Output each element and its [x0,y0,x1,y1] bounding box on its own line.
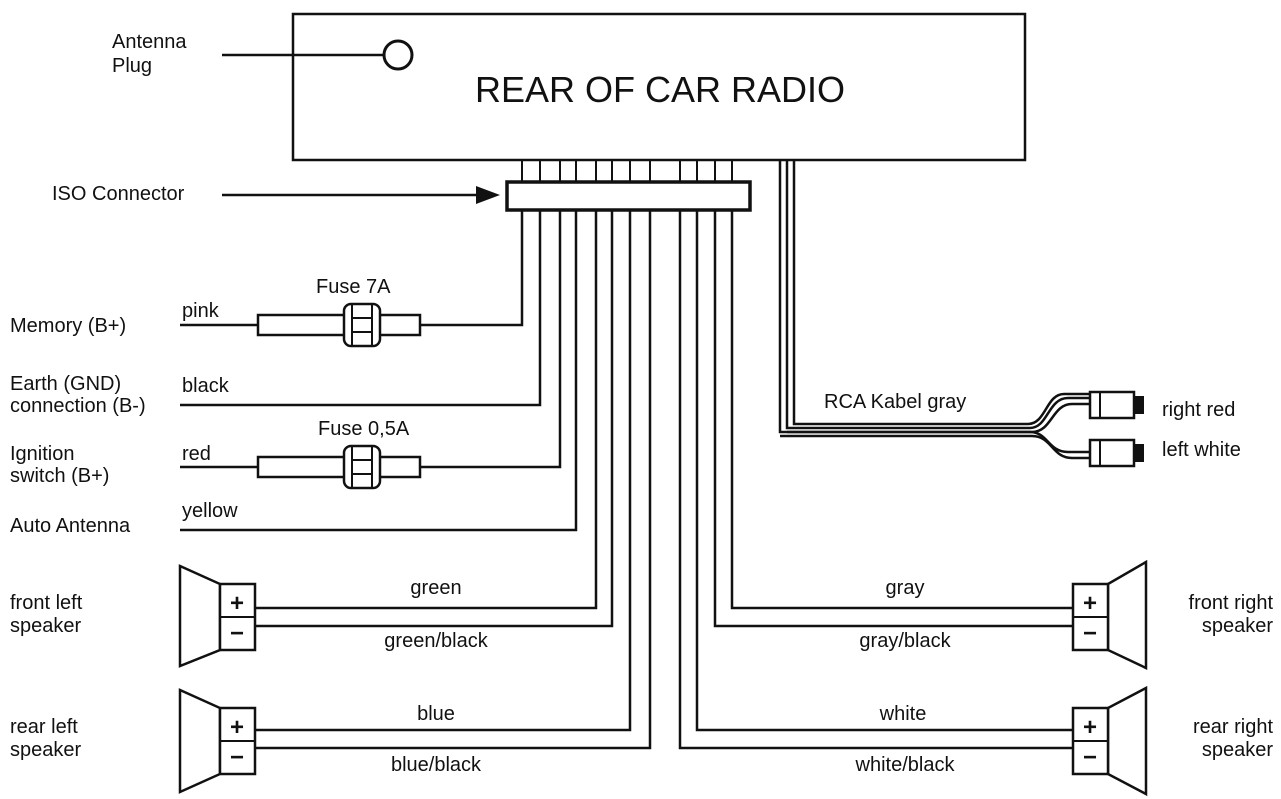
earth-label-1: Earth (GND) [10,373,121,395]
memory-label: Memory (B+) [10,315,126,337]
right-wires [678,210,1073,750]
rear-left-speaker-icon [178,688,257,794]
rca-plug-left [1088,438,1144,468]
rca-plug-right [1088,390,1144,420]
left-wires [180,210,652,750]
iso-label: ISO Connector [52,183,185,205]
radio-box [291,12,1027,162]
blue-wire-label: blue [417,703,455,725]
ignition-wire [420,210,562,469]
pink-wire-label: pink [182,300,220,322]
front-right-minus: − [1083,620,1097,647]
rca-cable [778,160,1090,460]
rca-label: RCA Kabel gray [824,391,966,413]
rear-left-label-2: speaker [10,739,81,761]
gray-wire [730,210,1073,610]
ignition-label-2: switch (B+) [10,465,109,487]
rear-right-speaker-icon [1071,685,1148,797]
rear-right-minus: − [1083,744,1097,771]
rear-left-minus: − [230,744,244,771]
antenna-plug-icon [382,39,414,71]
yellow-wire-label: yellow [182,500,238,522]
blue-black-wire [255,210,652,750]
antenna-label-2: Plug [112,55,152,77]
rear-right-label-1: rear right [1193,716,1273,738]
gray-black-wire-label: gray/black [859,630,951,652]
fuse-05a-label: Fuse 0,5A [318,418,410,440]
front-left-plus: + [230,590,244,617]
fuse-05a [256,444,422,490]
iso-connector [505,180,752,212]
radio-title: REAR OF CAR RADIO [475,69,845,110]
front-right-plus: + [1083,590,1097,617]
arrow-head-icon [476,186,500,204]
green-black-wire [255,210,614,628]
rear-right-label-2: speaker [1202,739,1273,761]
earth-label-2: connection (B-) [10,395,146,417]
blue-wire [255,210,632,732]
ignition-label-1: Ignition [10,443,75,465]
front-left-label-2: speaker [10,615,81,637]
front-left-label-1: front left [10,592,83,614]
front-right-label-2: speaker [1202,615,1273,637]
rear-left-label-1: rear left [10,716,78,738]
earth-wire [180,210,542,407]
green-black-wire-label: green/black [384,630,488,652]
blue-black-wire-label: blue/black [391,754,482,776]
black-wire-label: black [182,375,230,397]
gray-black-wire [713,210,1073,628]
green-wire-label: green [410,577,461,599]
white-black-wire-label: white/black [855,754,956,776]
memory-wire [420,210,524,327]
antenna-label-1: Antenna [112,31,187,53]
front-right-speaker-icon [1071,559,1148,670]
green-wire [255,210,598,610]
gray-wire-label: gray [886,577,925,599]
rear-left-plus: + [230,714,244,741]
fuse-7a-label: Fuse 7A [316,276,391,298]
red-wire-label: red [182,443,211,465]
white-black-wire [678,210,1073,750]
fuse-7a [256,302,422,348]
front-right-label-1: front right [1189,592,1274,614]
rear-right-plus: + [1083,714,1097,741]
front-left-speaker-icon [178,564,257,668]
auto-antenna-label: Auto Antenna [10,515,131,537]
rca-right-label: right red [1162,399,1235,421]
white-wire [695,210,1073,732]
white-wire-label: white [879,703,927,725]
rca-left-label: left white [1162,439,1241,461]
connector-stub-wires [521,160,733,182]
front-left-minus: − [230,620,244,647]
auto-antenna-wire [180,210,578,532]
